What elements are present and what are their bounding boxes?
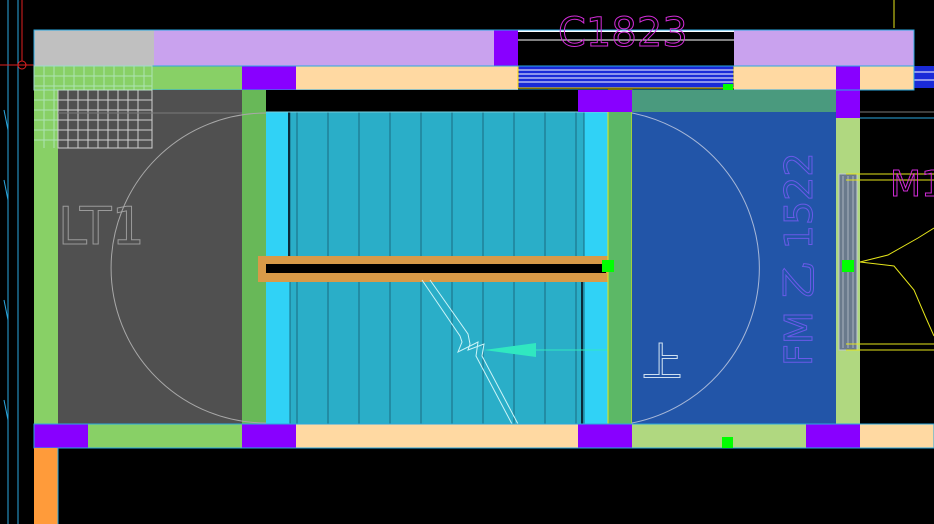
landing-arc — [631, 112, 760, 424]
top-column-3 — [836, 66, 860, 118]
elevator-floor — [58, 90, 242, 424]
fire-door-label: FM 乙 1522 — [777, 152, 821, 366]
gray-wall-block — [34, 30, 154, 66]
bottom-marker — [722, 437, 733, 448]
teal-band — [632, 90, 836, 112]
top-purple-wall-left — [154, 30, 494, 66]
bottom-column-4 — [806, 424, 860, 448]
handrail-marker — [602, 260, 614, 272]
top-beige-wall-2 — [734, 66, 836, 90]
hatch-grid — [57, 89, 153, 149]
orange-pillar — [34, 448, 58, 524]
window-frame — [518, 66, 734, 88]
elevator-label: LT1 — [58, 197, 145, 257]
side-door-swing — [846, 173, 934, 351]
right-edge-window — [914, 66, 934, 88]
bottom-column-3 — [578, 424, 632, 448]
stair-top-column-2 — [608, 90, 632, 112]
landing — [632, 112, 836, 424]
bottom-beige-wall-2 — [860, 424, 934, 448]
top-marker — [723, 84, 733, 94]
window-label: C1823 — [558, 10, 688, 56]
top-column-1 — [494, 30, 518, 66]
stair-top-band — [266, 90, 578, 112]
bottom-green-wall-2 — [632, 424, 806, 448]
left-grid-lines — [3, 0, 19, 524]
window-sash-lines — [518, 69, 734, 83]
bottom-beige-wall-1 — [296, 424, 578, 448]
top-purple-wall-right — [734, 30, 914, 66]
bottom-green-wall-1 — [88, 424, 242, 448]
zigzag-break-icon — [421, 279, 519, 425]
axis-marker — [0, 0, 34, 70]
bottom-column-2 — [242, 424, 296, 448]
handrail-slot — [266, 264, 606, 273]
door-marker — [842, 260, 854, 272]
elevator-arc — [110, 112, 267, 424]
hatch-grid-overlap — [33, 65, 153, 148]
top-beige-wall-1 — [296, 66, 518, 90]
stair-top-column — [578, 90, 608, 112]
up-mark: 上 — [642, 340, 682, 386]
window-opening — [518, 30, 734, 66]
top-column-2 — [242, 66, 296, 90]
bottom-column-1 — [34, 424, 88, 448]
side-door-label: M1 — [890, 164, 934, 205]
top-beige-wall-3 — [860, 66, 914, 90]
